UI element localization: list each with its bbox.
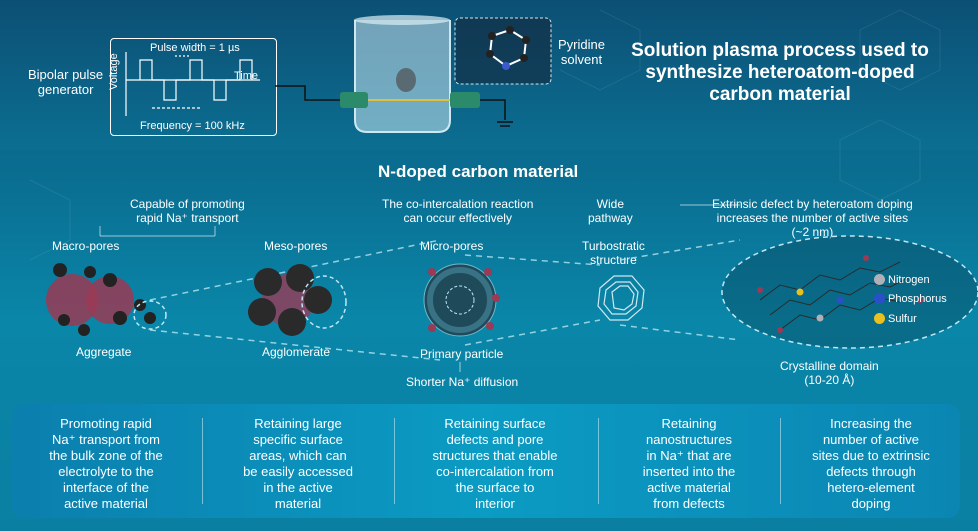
legend-nitrogen: Nitrogen bbox=[888, 274, 930, 286]
structure-illustrations bbox=[46, 235, 978, 361]
pulse-width-label: Pulse width = 1 µs bbox=[150, 42, 240, 54]
divider bbox=[202, 418, 203, 504]
cointercalation-note: The co-intercalation reaction can occur … bbox=[382, 197, 534, 225]
sulfur-dot-icon bbox=[874, 313, 885, 324]
oscilloscope-box bbox=[110, 38, 277, 136]
meso-pores-label: Meso-pores bbox=[264, 239, 328, 253]
crystalline-label: Crystalline domain (10-20 Å) bbox=[780, 359, 879, 387]
summary-panel: Promoting rapid Na⁺ transport from the b… bbox=[12, 404, 960, 518]
summary-item-1: Promoting rapid Na⁺ transport from the b… bbox=[49, 416, 163, 511]
pulse-waveform bbox=[125, 15, 552, 133]
summary-item-3: Retaining surface defects and pore struc… bbox=[432, 416, 558, 511]
micro-pores-label: Micro-pores bbox=[420, 239, 484, 253]
divider bbox=[394, 418, 395, 504]
summary-item-4: Retaining nanostructures in Na⁺ that are… bbox=[642, 416, 736, 511]
section-subtitle: N-doped carbon material bbox=[378, 162, 579, 181]
agglomerate-label: Agglomerate bbox=[262, 345, 331, 359]
summary-item-2: Retaining large specific surface areas, … bbox=[243, 416, 353, 511]
divider bbox=[780, 418, 781, 504]
extrinsic-note: Extrinsic defect by heteroatom doping in… bbox=[712, 197, 913, 239]
solvent-label: Pyridine solvent bbox=[558, 37, 605, 67]
shorter-diffusion-label: Shorter Na⁺ diffusion bbox=[406, 375, 519, 389]
turbostratic-label: Turbostratic structure bbox=[582, 239, 645, 267]
nitrogen-dot-icon bbox=[874, 274, 885, 285]
macro-pores-label: Macro-pores bbox=[52, 239, 120, 253]
summary-item-5: Increasing the number of active sites du… bbox=[812, 416, 930, 511]
legend-sulfur: Sulfur bbox=[888, 313, 917, 325]
generator-label: Bipolar pulse generator bbox=[28, 67, 104, 97]
promote-note: Capable of promoting rapid Na⁺ transport bbox=[130, 197, 245, 225]
legend-phosphorus: Phosphorus bbox=[888, 293, 947, 305]
divider bbox=[598, 418, 599, 504]
frequency-label: Frequency = 100 kHz bbox=[140, 120, 245, 132]
wide-pathway-label: Wide pathway bbox=[588, 197, 633, 225]
page-title: Solution plasma process used to synthesi… bbox=[631, 40, 929, 105]
phosphorus-dot-icon bbox=[874, 293, 885, 304]
primary-particle-label: Primary particle bbox=[420, 347, 504, 361]
aggregate-label: Aggregate bbox=[76, 345, 132, 359]
